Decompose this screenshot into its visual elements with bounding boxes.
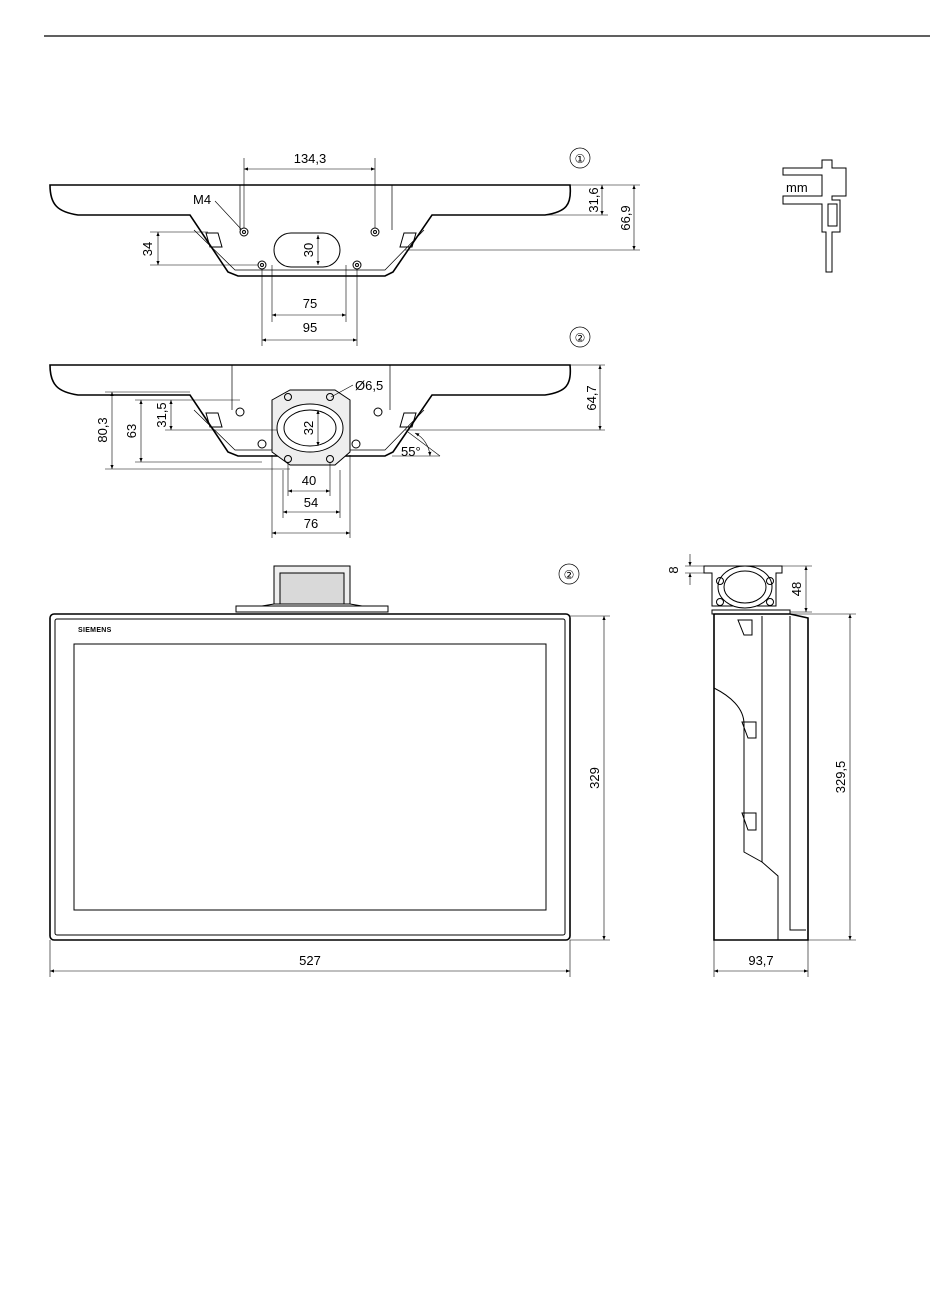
dim-95: 95 [303, 320, 317, 335]
bracket-view-2: Ø6,5 64,7 80,3 63 31,5 32 55° 40 54 [50, 327, 605, 538]
dim-40: 40 [302, 473, 316, 488]
view-marker-1: ① [575, 152, 586, 166]
bracket-view-1: 134,3 M4 31,6 66,9 34 30 75 95 ① [50, 148, 640, 346]
panel-front-view: SIEMENS 329 527 ② [50, 564, 610, 977]
dim-54: 54 [304, 495, 318, 510]
unit-label: mm [786, 180, 808, 195]
dim-31-6: 31,6 [586, 187, 601, 212]
caliper-unit-icon: mm [783, 160, 846, 272]
dim-31-5: 31,5 [154, 402, 169, 427]
panel-side-view: 8 48 329,5 93,7 [666, 554, 856, 977]
view-marker-3: ② [564, 568, 575, 582]
dim-8: 8 [666, 566, 681, 573]
dim-66-9: 66,9 [618, 205, 633, 230]
dim-329-5: 329,5 [833, 761, 848, 794]
dim-55-deg: 55° [401, 444, 421, 459]
view-marker-2: ② [575, 331, 586, 345]
dim-93-7: 93,7 [748, 953, 773, 968]
dim-329: 329 [587, 767, 602, 789]
dim-76: 76 [304, 516, 318, 531]
dim-64-7: 64,7 [584, 385, 599, 410]
brand-logo: SIEMENS [78, 627, 112, 634]
dim-30: 30 [301, 243, 316, 257]
dim-m4: M4 [193, 192, 211, 207]
dim-80-3: 80,3 [95, 417, 110, 442]
dim-134-3: 134,3 [294, 151, 327, 166]
dim-32: 32 [301, 421, 316, 435]
dim-75: 75 [303, 296, 317, 311]
dim-527: 527 [299, 953, 321, 968]
dim-48: 48 [789, 582, 804, 596]
dim-63: 63 [124, 424, 139, 438]
dim-dia-6-5: Ø6,5 [355, 378, 383, 393]
dim-34: 34 [140, 242, 155, 256]
